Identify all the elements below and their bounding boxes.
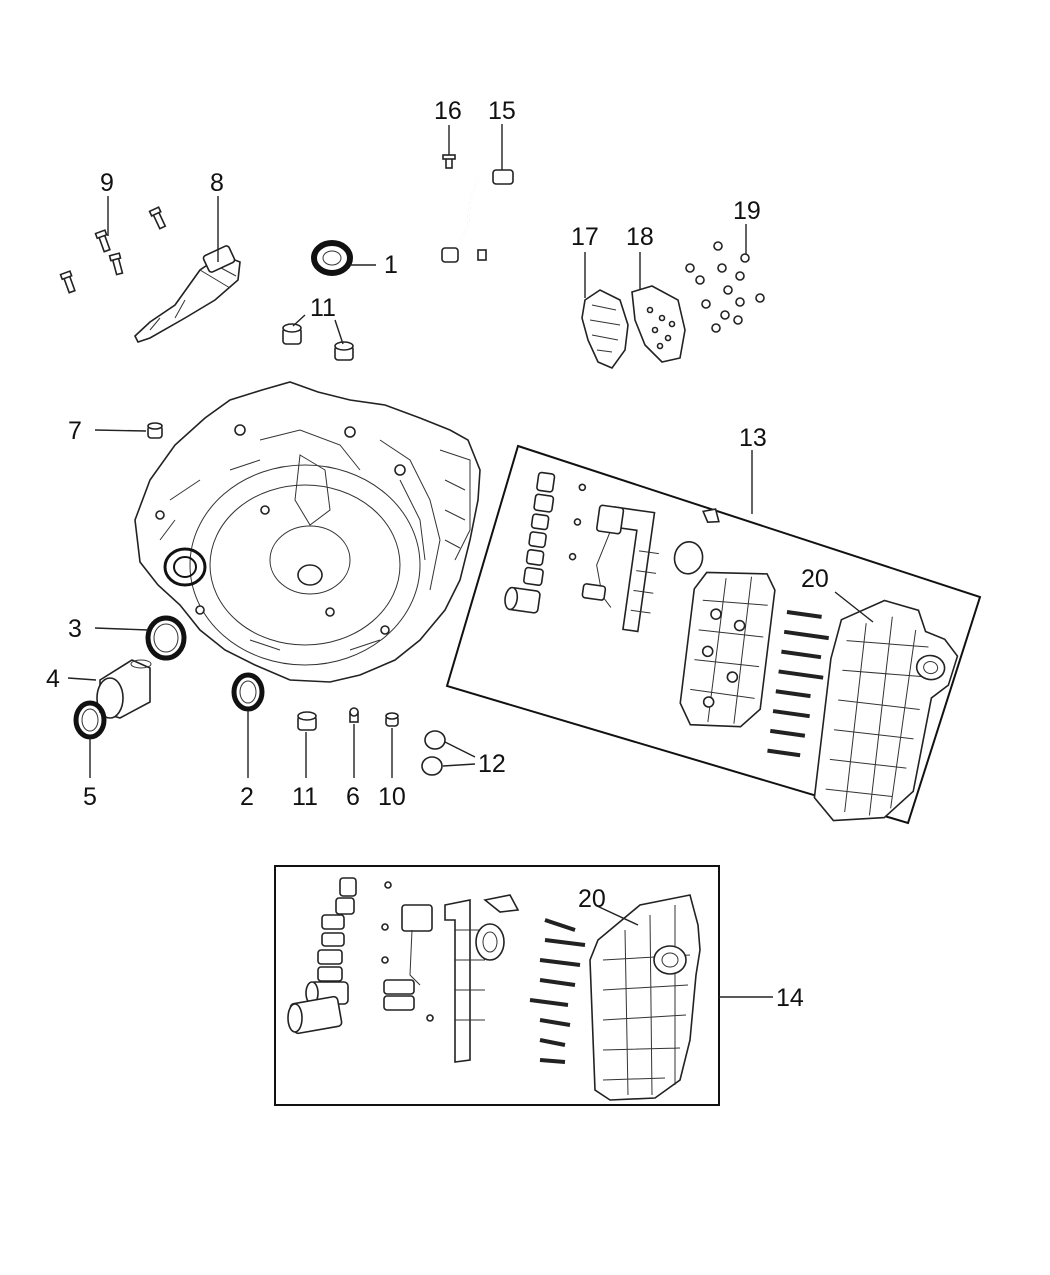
sleeve-4 xyxy=(96,659,152,719)
callout-20-upper: 20 xyxy=(801,565,829,593)
tube-15 xyxy=(441,169,514,263)
bleeder-6 xyxy=(349,707,359,723)
callout-labels: 1 2 3 4 5 6 7 8 9 10 11 11 12 13 14 15 1… xyxy=(46,97,829,1012)
callout-20-lower: 20 xyxy=(578,885,606,913)
callout-3: 3 xyxy=(68,615,82,643)
gasket-17 xyxy=(581,289,629,369)
callout-16: 16 xyxy=(434,97,462,125)
callout-15: 15 xyxy=(488,97,516,125)
kit-13-contents xyxy=(504,471,959,822)
seal-5 xyxy=(73,700,107,740)
callout-2: 2 xyxy=(240,783,254,811)
callout-17: 17 xyxy=(571,223,599,251)
callout-14: 14 xyxy=(776,984,804,1012)
callout-11-bottom: 11 xyxy=(292,783,318,811)
seal-2 xyxy=(231,672,265,712)
plug-11-bottom xyxy=(297,711,317,731)
screws-19 xyxy=(685,241,765,333)
callout-5: 5 xyxy=(83,783,97,811)
sensor-8 xyxy=(134,245,241,343)
callout-8: 8 xyxy=(210,169,224,197)
kit-box-14 xyxy=(274,865,720,1106)
plugs-11-top xyxy=(282,323,354,361)
callout-18: 18 xyxy=(626,223,654,251)
callout-6: 6 xyxy=(346,783,360,811)
callout-4: 4 xyxy=(46,665,60,693)
bolt-16 xyxy=(442,154,456,169)
callout-19: 19 xyxy=(733,197,761,225)
bolts-9 xyxy=(59,206,167,294)
callout-9: 9 xyxy=(100,169,114,197)
seal-3 xyxy=(145,615,187,661)
transmission-case xyxy=(134,381,481,683)
callout-13: 13 xyxy=(739,424,767,452)
plug-7 xyxy=(147,422,163,439)
seal-1 xyxy=(311,240,353,276)
fittings-12 xyxy=(421,730,446,776)
kit-14-contents xyxy=(287,877,701,1101)
plug-10 xyxy=(385,712,399,727)
callout-11-top: 11 xyxy=(310,294,336,322)
callout-12: 12 xyxy=(478,750,506,778)
kit-box-13 xyxy=(445,444,982,825)
callout-10: 10 xyxy=(378,783,406,811)
plate-18 xyxy=(631,285,686,363)
callout-7: 7 xyxy=(68,417,82,445)
callout-1: 1 xyxy=(384,251,398,279)
